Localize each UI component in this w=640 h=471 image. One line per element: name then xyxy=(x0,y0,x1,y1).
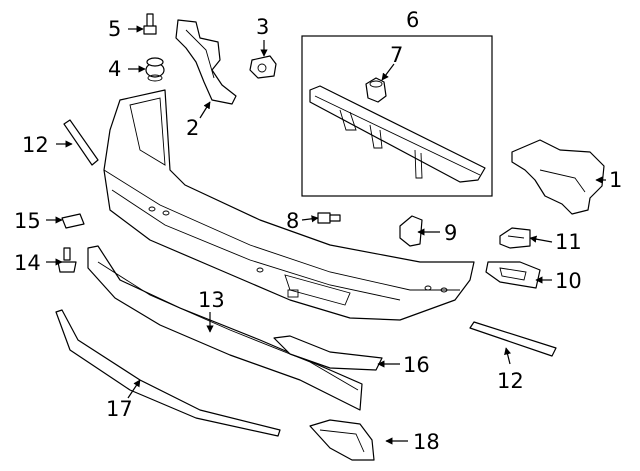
grommet-part-4 xyxy=(145,57,165,82)
callout-5: 5 xyxy=(108,17,121,41)
callout-11: 11 xyxy=(555,230,582,254)
clip-part-3 xyxy=(249,55,277,79)
callout-13: 13 xyxy=(198,288,225,312)
callout-16: 16 xyxy=(403,353,430,377)
tip-part-18 xyxy=(309,419,375,461)
bumper-cover xyxy=(103,89,475,321)
bracket-part-2 xyxy=(175,19,237,105)
callout-12-left: 12 xyxy=(22,133,49,157)
callout-6: 6 xyxy=(406,8,419,32)
bracket-part-1 xyxy=(511,139,605,215)
retainer-part-11 xyxy=(499,227,531,249)
valance-part-13 xyxy=(87,245,363,411)
reflector-part-12-left xyxy=(63,119,99,166)
callout-14: 14 xyxy=(14,251,41,275)
callout-8: 8 xyxy=(286,209,299,233)
reflector-part-12-right xyxy=(469,321,557,357)
callout-12-right: 12 xyxy=(497,369,524,393)
callout-2: 2 xyxy=(186,116,199,140)
callout-3: 3 xyxy=(256,15,269,39)
callout-4: 4 xyxy=(108,57,121,81)
reinforcement-box-6 xyxy=(301,35,493,197)
bolt-part-5 xyxy=(143,13,157,35)
reinforcement-part xyxy=(309,85,486,183)
callout-15: 15 xyxy=(14,209,41,233)
callout-9: 9 xyxy=(444,221,457,245)
bracket-part-10 xyxy=(485,261,541,289)
nut-part-7 xyxy=(365,77,387,103)
callout-18: 18 xyxy=(413,430,440,454)
callout-10: 10 xyxy=(555,269,582,293)
bolt-part-8 xyxy=(317,212,341,224)
callout-1: 1 xyxy=(609,168,622,192)
clip-part-15 xyxy=(61,213,85,229)
trim-strip-part-17 xyxy=(55,309,281,437)
callout-17: 17 xyxy=(106,397,133,421)
bolt-part-14 xyxy=(57,247,77,273)
callout-7: 7 xyxy=(390,43,403,67)
clip-part-9 xyxy=(399,215,423,247)
